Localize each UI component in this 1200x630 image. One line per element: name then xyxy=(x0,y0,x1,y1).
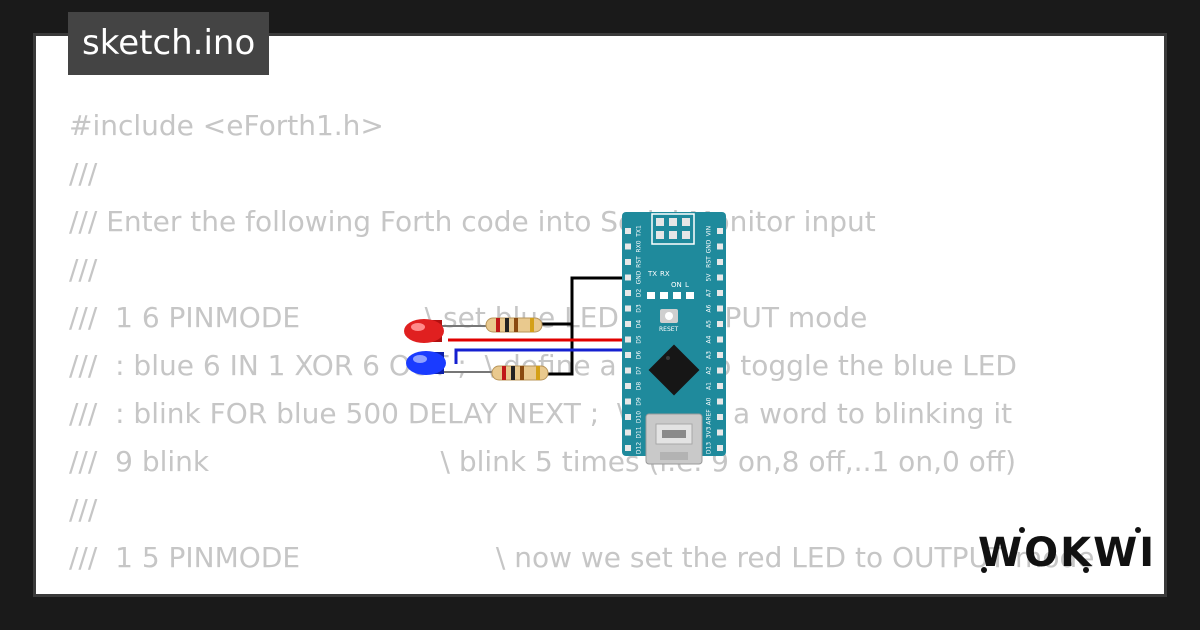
pin-label: D4 xyxy=(636,320,643,329)
pin-label: D12 xyxy=(636,442,643,454)
code-line: /// : red 5 IN 1 XOR 5 OUT ; \ ... and a… xyxy=(69,582,1094,594)
rx-led xyxy=(660,292,668,299)
pin-label: 3V3 xyxy=(706,426,713,438)
tx-label: TX xyxy=(647,270,657,278)
svg-text:WOKWI: WOKWI xyxy=(978,530,1152,576)
l-led xyxy=(686,292,694,299)
tx-led xyxy=(647,292,655,299)
wires xyxy=(440,276,628,376)
on-led xyxy=(673,292,681,299)
pin-label: TX1 xyxy=(636,225,643,238)
usb-connector xyxy=(645,413,703,465)
pin-label: GND xyxy=(636,270,643,284)
pin-aref-right[interactable] xyxy=(717,414,723,420)
code-line: /// 1 5 PINMODE \ now we set the red LED… xyxy=(69,541,1095,574)
pin-d13-right[interactable] xyxy=(717,445,723,451)
pin-a3-right[interactable] xyxy=(717,352,723,358)
pin-label: 5V xyxy=(706,273,713,282)
pin-d12-left[interactable] xyxy=(625,445,631,451)
code-line: #include <eForth1.h> xyxy=(69,109,384,142)
pin-d2-left[interactable] xyxy=(625,290,631,296)
wokwi-logo: WOKWI xyxy=(978,527,1152,576)
pin-label: A6 xyxy=(706,304,713,312)
pin-d3-left[interactable] xyxy=(625,305,631,312)
mcu-chip xyxy=(648,344,700,396)
pin-d5-left[interactable] xyxy=(625,336,631,343)
pin-d10-left[interactable] xyxy=(625,414,631,420)
pin-label: D8 xyxy=(636,382,643,391)
pin-vin-right[interactable] xyxy=(717,228,723,234)
pin-5v-right[interactable] xyxy=(717,274,723,281)
pin-a6-right[interactable] xyxy=(717,305,723,312)
pin-label: A5 xyxy=(706,320,713,328)
pin-label: RST xyxy=(636,256,643,268)
code-line: /// xyxy=(69,493,98,526)
pin-a7-right[interactable] xyxy=(717,290,723,296)
pin-gnd-right[interactable] xyxy=(717,243,723,250)
code-preview-card: #include <eForth1.h>////// Enter the fol… xyxy=(33,33,1167,597)
on-label: ON xyxy=(671,281,682,289)
rx-label: RX xyxy=(660,270,670,278)
blue-wire xyxy=(454,348,628,364)
pin-label: RST xyxy=(706,256,713,268)
l-label: L xyxy=(685,281,689,289)
pin-d8-left[interactable] xyxy=(625,383,631,389)
pin-label: D6 xyxy=(636,351,643,360)
pin-label: D13 xyxy=(706,442,713,454)
pin-label: A0 xyxy=(706,397,713,405)
code-editor: #include <eForth1.h>////// Enter the fol… xyxy=(69,102,1095,594)
reset-label: RESET xyxy=(659,326,679,333)
pin-label: D2 xyxy=(636,289,643,298)
pin-label: D7 xyxy=(636,366,643,375)
code-line: /// xyxy=(69,157,98,190)
pin-d11-left[interactable] xyxy=(625,429,631,436)
pin-d9-left[interactable] xyxy=(625,398,631,405)
pin-rx0-left[interactable] xyxy=(625,243,631,250)
pin-label: AREF xyxy=(706,409,713,425)
pin-label: D9 xyxy=(636,397,643,406)
pin-label: D3 xyxy=(636,304,643,313)
pin-tx1-left[interactable] xyxy=(625,228,631,234)
pin-label: A3 xyxy=(706,351,713,359)
pin-d4-left[interactable] xyxy=(625,321,631,327)
pin-label: A4 xyxy=(706,335,713,343)
pin-label: RX0 xyxy=(636,240,643,252)
black-wire-top xyxy=(542,276,628,326)
pin-label: VIN xyxy=(706,226,713,236)
pin-d7-left[interactable] xyxy=(625,367,631,374)
pin-rst-left[interactable] xyxy=(625,259,631,265)
pin-label: D10 xyxy=(636,411,643,423)
pin-label: A7 xyxy=(706,289,713,297)
resistor-2[interactable] xyxy=(491,365,549,381)
red-led[interactable] xyxy=(404,319,444,343)
pin-d6-left[interactable] xyxy=(625,352,631,358)
pin-a2-right[interactable] xyxy=(717,367,723,374)
pin-label: GND xyxy=(706,239,713,253)
arduino-nano-board[interactable]: D12 D11 D10 D9 D8 D7 D6 D5 D4 D3 D2 GND RST RX0 TX1 D1… xyxy=(622,212,726,465)
pin-gnd-left[interactable] xyxy=(625,274,631,281)
pin-3v3-right[interactable] xyxy=(717,429,723,436)
pin-label: D5 xyxy=(636,335,643,344)
pin-rst-right[interactable] xyxy=(717,259,723,265)
resistor-1[interactable] xyxy=(485,317,543,333)
code-line: /// xyxy=(69,253,98,286)
pin-a5-right[interactable] xyxy=(717,321,723,327)
pin-a1-right[interactable] xyxy=(717,383,723,389)
pin-a4-right[interactable] xyxy=(717,336,723,343)
file-title-tab: sketch.ino xyxy=(68,12,270,75)
pin-label: D11 xyxy=(636,426,643,438)
blue-led[interactable] xyxy=(406,351,446,375)
reset-button[interactable] xyxy=(660,309,678,323)
pin-a0-right[interactable] xyxy=(717,398,723,405)
pin-label: A1 xyxy=(706,382,713,390)
pin-label: A2 xyxy=(706,366,713,374)
